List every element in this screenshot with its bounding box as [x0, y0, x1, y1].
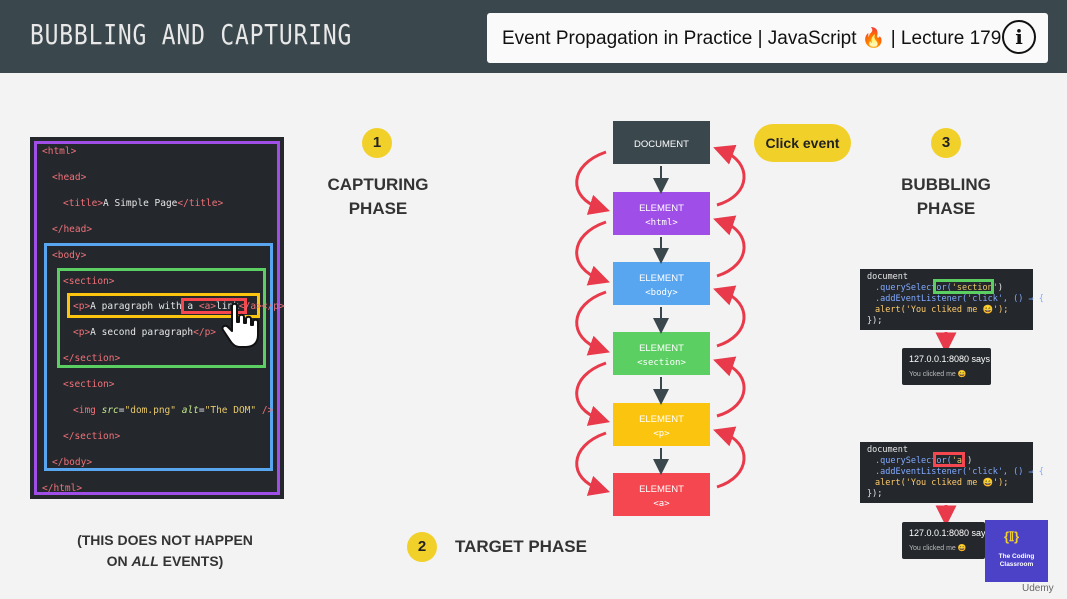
capturing-arrow [575, 220, 610, 286]
code-line: <img src="dom.png" alt="The DOM" /> [73, 405, 274, 416]
bubbling-arrow [713, 215, 746, 278]
bubbling-number-badge: 3 [931, 128, 961, 158]
code-line: </body> [52, 457, 93, 468]
code-line: <section> [63, 276, 115, 287]
code-line: <title>A Simple Page</title> [63, 198, 224, 209]
dom-node-p: ELEMENT<p> [613, 403, 710, 446]
html-code-panel: <html> <head> <title>A Simple Page</titl… [30, 137, 285, 499]
body-outline-box [44, 243, 273, 471]
capturing-arrow [575, 361, 611, 426]
alert-dialog: 127.0.0.1:8080 says You clicked me 😄 [902, 522, 990, 559]
target-number-badge: 2 [407, 532, 437, 562]
dom-node-a: ELEMENT<a> [613, 473, 710, 516]
capturing-number-badge: 1 [362, 128, 392, 158]
bubbling-arrow [713, 285, 746, 348]
code-line: <p>A second paragraph</p> [73, 327, 217, 338]
code-line: <body> [52, 250, 87, 261]
code-snippet-link: document .querySelector('a') .addEventLi… [860, 442, 1044, 503]
info-icon[interactable]: i [1002, 20, 1036, 54]
selector-highlight-box [933, 279, 994, 294]
slide-title: BUBBLING AND CAPTURING [30, 18, 353, 51]
top-bar: BUBBLING AND CAPTURING Event Propagation… [0, 0, 1067, 73]
code-line: </html> [42, 483, 83, 494]
book-icon: {𝕀} [1004, 529, 1020, 544]
code-line: <html> [42, 146, 77, 157]
code-line: <section> [63, 379, 115, 390]
selector-highlight-box [933, 452, 965, 467]
dom-node-html: ELEMENT<html> [613, 192, 710, 235]
bubbling-arrow [713, 426, 746, 489]
code-line: </section> [63, 353, 121, 364]
click-event-badge: Click event [754, 124, 851, 162]
section-outline-box [57, 268, 266, 368]
paragraph-outline-box [67, 293, 260, 318]
lecture-title: Event Propagation in Practice | JavaScri… [502, 28, 1002, 49]
code-snippet-section: document .querySelector('section') .addE… [860, 269, 1044, 330]
code-line: </section> [63, 431, 121, 442]
capturing-arrow [575, 150, 611, 215]
code-line: <p>A paragraph with a <a>link</a></p> [73, 301, 285, 312]
code-line: <head> [52, 172, 87, 183]
target-phase-label: TARGET PHASE [455, 537, 587, 556]
code-line: </head> [52, 224, 93, 235]
dom-node-document: DOCUMENT [613, 121, 710, 164]
note-text: (THIS DOES NOT HAPPEN ON ALL EVENTS) [77, 532, 253, 569]
capturing-arrow [575, 290, 610, 356]
bubbling-arrow [713, 144, 746, 207]
udemy-watermark: Udemy [1022, 583, 1054, 594]
dom-node-section: ELEMENT<section> [613, 332, 710, 375]
bubbling-arrow [713, 356, 746, 418]
alert-dialog: 127.0.0.1:8080 says You clicked me 😄 [902, 348, 991, 385]
capturing-arrow [575, 431, 611, 496]
hand-cursor-icon [221, 302, 259, 348]
lecture-title-box: Event Propagation in Practice | JavaScri… [487, 13, 1048, 63]
dom-node-body: ELEMENT<body> [613, 262, 710, 305]
link-outline-box [181, 298, 247, 314]
html-outline-box [34, 141, 280, 495]
